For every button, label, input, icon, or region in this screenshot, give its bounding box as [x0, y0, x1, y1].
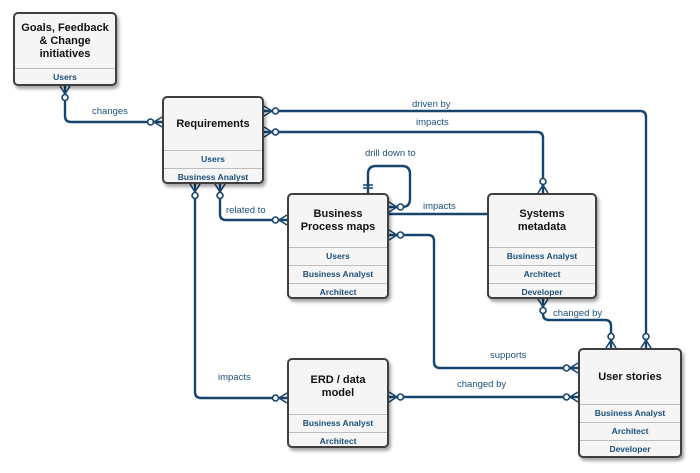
connector-changed-by-systems-end-systems-circle: [539, 306, 547, 315]
entity-title: User stories: [598, 370, 662, 383]
label-driven-by: driven by: [412, 99, 451, 110]
connector-related-to: [218, 184, 287, 222]
connector-drill-down: [366, 164, 412, 209]
role-business-analyst: Business Analyst: [580, 404, 680, 422]
entity-business-process-maps[interactable]: Business Process maps Users Business Ana…: [287, 193, 389, 299]
entity-title: Requirements: [176, 117, 250, 130]
role-business-analyst: Business Analyst: [289, 414, 387, 432]
connector-changes-end-goals-crowfoot: [59, 85, 71, 95]
entity-title: Goals, Feedback & Change initiatives: [21, 21, 109, 60]
label-supports: supports: [490, 350, 527, 361]
connector-impacts-req-systems: [264, 130, 545, 193]
connector-related-to-end-bpm-circle: [271, 216, 280, 224]
role-architect: Architect: [289, 432, 387, 446]
connector-changes-end-goals-circle: [61, 93, 69, 102]
role-users: Users: [15, 68, 115, 84]
connector-impacts-req-erd-end-requirements-crowfoot: [189, 183, 201, 193]
connector-supports: [389, 233, 578, 370]
label-impacts-req-systems: impacts: [416, 117, 449, 128]
entity-title: Systems metadata: [517, 208, 567, 233]
role-business-analyst: Business Analyst: [489, 247, 595, 265]
connector-impacts-req-erd-end-erd-crowfoot: [278, 392, 288, 404]
connector-changes: [63, 86, 162, 124]
entity-systems-metadata[interactable]: Systems metadata Business Analyst Archit…: [487, 193, 597, 299]
role-architect: Architect: [289, 283, 387, 297]
connector-impacts-req-erd: [193, 184, 287, 400]
label-drill-down-to: drill down to: [365, 148, 416, 159]
connector-supports-end-stories-circle: [562, 364, 571, 372]
connector-impacts-req-systems-end-systems-circle: [539, 177, 547, 186]
role-users: Users: [164, 150, 262, 168]
label-changed-by-systems: changed by: [553, 308, 602, 319]
entity-requirements[interactable]: Requirements Users Business Analyst: [162, 96, 264, 184]
entity-user-stories[interactable]: User stories Business Analyst Architect …: [578, 348, 682, 458]
connector-changes-end-requirements-circle: [146, 118, 155, 126]
connector-changed-by-erd-end-erd-crowfoot: [388, 391, 398, 403]
role-developer: Developer: [580, 440, 680, 456]
connector-changed-by-erd-end-erd-circle: [396, 393, 405, 401]
connector-driven-by-end-requirements-circle: [271, 107, 280, 115]
connector-labels: changes driven by impacts drill down to …: [92, 99, 602, 390]
connector-changed-by-erd-end-stories-crowfoot: [569, 391, 579, 403]
label-changes: changes: [92, 106, 128, 117]
role-business-analyst: Business Analyst: [289, 265, 387, 283]
label-changed-by-erd: changed by: [457, 379, 506, 390]
connector-drill-down-end-top-one: [363, 184, 373, 189]
role-business-analyst: Business Analyst: [164, 168, 262, 182]
connector-changed-by-systems-end-stories-crowfoot: [605, 339, 617, 349]
connector-supports-end-bpm-crowfoot: [388, 229, 398, 241]
connector-impacts-req-systems-end-requirements-circle: [271, 128, 280, 136]
connector-supports-end-stories-crowfoot: [569, 362, 579, 374]
entity-erd-data-model[interactable]: ERD / data model Business Analyst Archit…: [287, 358, 389, 448]
role-developer: Developer: [489, 283, 595, 297]
connector-changes-end-requirements-crowfoot: [153, 116, 163, 128]
connector-related-to-end-requirements-crowfoot: [214, 183, 226, 193]
entity-title: ERD / data model: [310, 374, 366, 399]
connector-changed-by-systems: [541, 299, 613, 348]
connector-changed-by-systems-end-stories-circle: [607, 332, 615, 341]
connector-drill-down-end-right-crowfoot: [388, 201, 398, 213]
label-related-to: related to: [226, 205, 266, 216]
connector-related-to-end-bpm-crowfoot: [278, 214, 288, 226]
connector-impacts-req-erd-end-requirements-circle: [191, 191, 199, 200]
connector-changed-by-erd-end-stories-circle: [562, 393, 571, 401]
connector-drill-down-end-right-circle: [396, 203, 405, 211]
connector-driven-by-end-stories-circle: [642, 332, 650, 341]
connector-driven-by: [264, 109, 648, 348]
connector-driven-by-end-stories-crowfoot: [640, 339, 652, 349]
connector-impacts-req-erd-end-erd-circle: [271, 394, 280, 402]
role-architect: Architect: [489, 265, 595, 283]
connectors: [59, 85, 652, 404]
connector-impacts-req-systems-end-systems-crowfoot: [537, 184, 549, 194]
role-architect: Architect: [580, 422, 680, 440]
role-users: Users: [289, 247, 387, 265]
connector-related-to-end-requirements-circle: [216, 191, 224, 200]
entity-title: Business Process maps: [300, 208, 376, 233]
connector-changed-by-systems-end-systems-crowfoot: [537, 298, 549, 308]
connector-driven-by-end-requirements-crowfoot: [263, 105, 273, 117]
entity-goals-feedback-change[interactable]: Goals, Feedback & Change initiatives Use…: [13, 12, 117, 86]
label-impacts-req-erd: impacts: [218, 372, 251, 383]
label-impacts-bpm-systems: impacts: [423, 201, 456, 212]
connector-supports-end-bpm-circle: [396, 231, 405, 239]
connector-impacts-req-systems-end-requirements-crowfoot: [263, 126, 273, 138]
